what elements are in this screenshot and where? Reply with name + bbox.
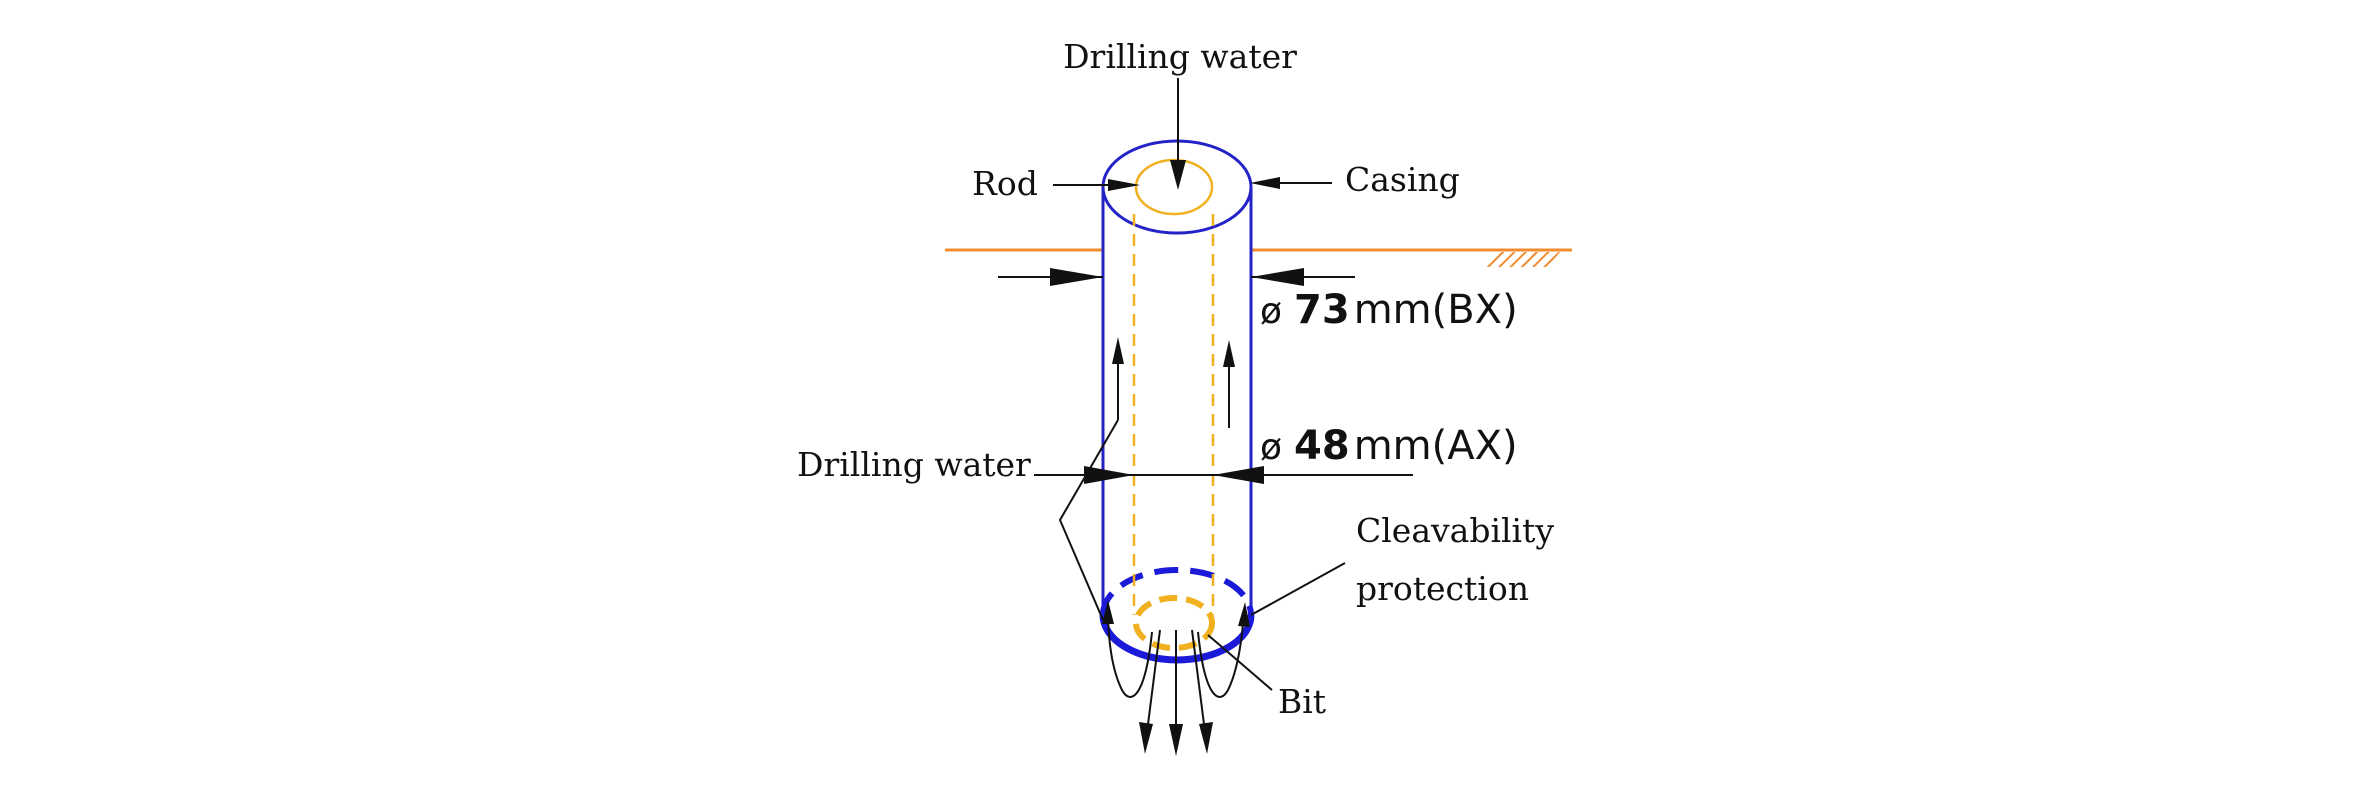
inner-diameter-dimension — [1034, 466, 1413, 484]
casing-leader-arrow — [1250, 177, 1332, 189]
outer-dimension-unit: mm(BX) — [1354, 287, 1518, 333]
outer-diameter-dimension — [998, 268, 1355, 286]
bit-label: Bit — [1278, 682, 1326, 721]
casing-label: Casing — [1345, 160, 1460, 199]
bit-downflow-arrows — [1139, 629, 1213, 756]
upflow-arrow-right — [1223, 340, 1235, 428]
side-water-leader — [1058, 419, 1119, 621]
drilling-water-top-label: Drilling water — [1063, 37, 1297, 76]
ground-hatch — [1486, 252, 1560, 267]
cleavability-leader — [1250, 562, 1346, 616]
upflow-arrow-left — [1112, 337, 1124, 420]
inner-dimension-text: ø 48 mm(AX) — [1260, 423, 1518, 469]
bit-leader — [1207, 634, 1273, 691]
rod-leader-arrow — [1053, 179, 1140, 191]
top-water-arrow — [1170, 78, 1186, 190]
outer-dimension-text: ø 73 mm(BX) — [1260, 287, 1518, 333]
rod-label: Rod — [972, 164, 1038, 203]
cleavability-label-line2: protection — [1356, 569, 1529, 608]
inner-dimension-symbol: ø — [1260, 427, 1282, 468]
outer-dimension-symbol: ø — [1260, 291, 1282, 332]
inner-dimension-unit: mm(AX) — [1354, 423, 1518, 469]
drilling-water-side-label: Drilling water — [797, 445, 1031, 484]
inner-dimension-value: 48 — [1294, 423, 1350, 469]
bit-return-curls — [1102, 600, 1250, 698]
cleavability-label-line1: Cleavability — [1356, 511, 1554, 550]
outer-dimension-value: 73 — [1294, 287, 1350, 333]
